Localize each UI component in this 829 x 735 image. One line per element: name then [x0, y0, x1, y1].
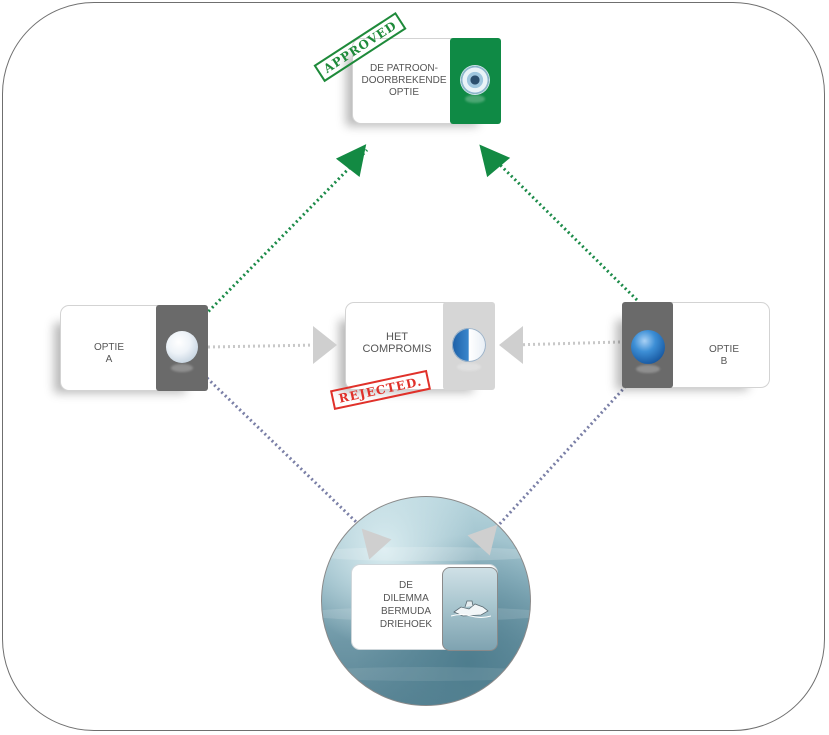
node-pattern-breaking-option[interactable]: DE PATROON- DOORBREKENDE OPTIE: [352, 38, 501, 124]
node-label: OPTIE B: [708, 344, 739, 367]
link-a-to-bottom: [205, 376, 382, 547]
link-b-to-bottom: [483, 384, 628, 542]
node-label: DE PATROON- DOORBREKENDE OPTIE: [361, 63, 447, 98]
node-label: HET COMPROMIS: [362, 331, 432, 355]
link-b-to-center: [511, 340, 621, 347]
node-label: OPTIE A: [93, 342, 124, 365]
node-option-b[interactable]: OPTIE B: [622, 302, 770, 388]
lens-sphere-icon: [461, 66, 489, 94]
half-blue-sphere-icon: [452, 328, 486, 362]
arrowhead-gray-right: [499, 326, 523, 364]
node-option-a[interactable]: OPTIE A: [60, 305, 208, 391]
node-label: DE DILEMMA BERMUDA DRIEHOEK: [379, 580, 433, 630]
arrowhead-gray-left: [313, 326, 337, 364]
node-compromise[interactable]: HET COMPROMIS: [345, 302, 495, 390]
link-b-to-top: [483, 148, 639, 302]
white-sphere-icon: [166, 331, 198, 363]
blue-sphere-icon: [631, 330, 665, 364]
node-dilemma-bermuda-triangle[interactable]: DE DILEMMA BERMUDA DRIEHOEK: [351, 564, 498, 651]
sinking-ship-icon: [451, 600, 491, 618]
link-a-to-top: [203, 148, 369, 317]
link-a-to-center: [207, 343, 319, 349]
